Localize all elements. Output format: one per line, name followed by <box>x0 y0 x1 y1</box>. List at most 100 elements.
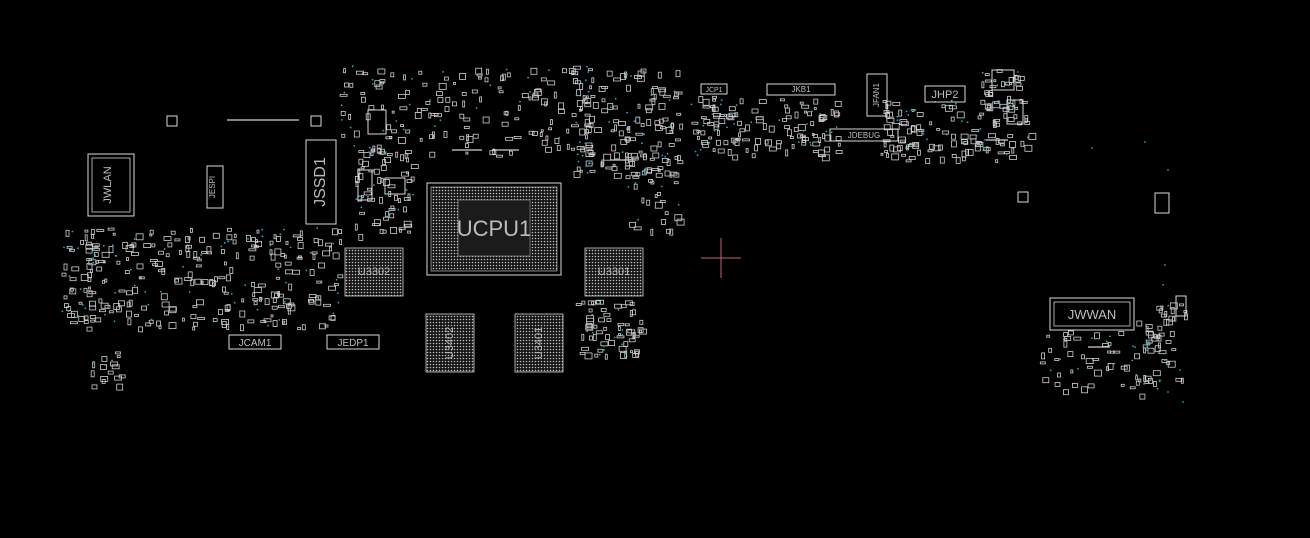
smd-pad <box>156 320 162 327</box>
smd-pad <box>420 108 428 111</box>
component-jwlan[interactable]: JWLAN <box>87 153 135 217</box>
via <box>660 185 663 188</box>
smd-pad <box>1145 326 1149 333</box>
smd-pad <box>612 105 618 110</box>
via <box>1009 104 1012 107</box>
smd-pad <box>283 254 287 259</box>
via <box>439 119 442 122</box>
smd-pad <box>905 146 909 150</box>
smd-pad <box>955 156 961 164</box>
component-ucpu1[interactable]: UCPU1 <box>426 182 562 276</box>
smd-pad <box>212 318 218 323</box>
smd-pad <box>360 96 366 103</box>
smd-pad <box>691 121 699 125</box>
smd-pad <box>675 70 681 78</box>
smd-pad <box>139 276 145 280</box>
via <box>92 257 94 259</box>
smd-pad <box>1120 383 1125 387</box>
smd-pad <box>566 128 570 134</box>
smd-pad <box>223 261 227 266</box>
component-jfan1[interactable]: JFAN1 <box>866 73 888 117</box>
smd-pad <box>311 251 318 255</box>
smd-pad <box>253 287 262 293</box>
via <box>1006 83 1008 86</box>
component-jssd1[interactable]: JSSD1 <box>305 139 337 225</box>
via <box>603 349 606 351</box>
label-jespi: JESPI <box>208 176 217 198</box>
smd-pad <box>1063 340 1068 348</box>
via <box>1158 380 1161 383</box>
via <box>1143 383 1145 385</box>
component-jcam1[interactable]: JCAM1 <box>228 334 282 350</box>
via <box>961 120 963 123</box>
component-jcp1[interactable]: JCP1 <box>700 83 728 95</box>
smd-pad <box>61 272 67 277</box>
smd-pad <box>661 157 669 163</box>
via <box>1014 80 1016 82</box>
smd-pad <box>505 136 514 141</box>
via <box>907 114 910 116</box>
smd-pad <box>755 137 761 145</box>
via <box>92 261 95 264</box>
smd-pad <box>1170 307 1175 315</box>
smd-pad <box>654 201 663 209</box>
smd-pad <box>1158 350 1167 355</box>
component-jwwan[interactable]: JWWAN <box>1049 297 1135 331</box>
smd-pad <box>751 108 759 114</box>
smd-pad <box>813 98 819 105</box>
via <box>699 149 702 151</box>
component-jdebug[interactable]: JDEBUG <box>829 128 899 142</box>
component-u3301[interactable]: U3301 <box>584 247 644 297</box>
smd-pad <box>528 96 532 101</box>
component-jhp2[interactable]: JHP2 <box>924 85 966 103</box>
via <box>367 151 370 154</box>
via <box>1144 141 1146 143</box>
smd-pad <box>723 140 729 146</box>
smd-pad <box>1007 134 1014 138</box>
smd-pad <box>739 98 744 105</box>
via <box>441 99 444 102</box>
smd-pad <box>227 227 232 232</box>
label-jedp1: JEDP1 <box>337 338 369 349</box>
smd-pad <box>712 95 717 99</box>
via <box>708 141 711 144</box>
via <box>558 136 561 139</box>
via <box>961 141 964 144</box>
component-u3402[interactable]: U3402 <box>425 313 475 373</box>
smd-pad <box>292 234 301 238</box>
smd-pad <box>883 142 887 148</box>
smd-pad <box>414 112 422 119</box>
small-ic <box>1006 99 1024 125</box>
smd-pad <box>632 332 636 339</box>
smd-pad <box>942 130 950 135</box>
smd-pad <box>363 152 371 159</box>
via <box>434 125 436 127</box>
via <box>113 320 116 323</box>
component-jkb1[interactable]: JKB1 <box>766 83 836 96</box>
smd-pad <box>373 219 381 227</box>
smd-pad <box>717 129 720 136</box>
smd-pad <box>620 73 626 80</box>
via <box>220 245 223 248</box>
smd-pad <box>407 230 412 234</box>
via <box>103 364 106 366</box>
smd-pad <box>995 138 1000 145</box>
smd-pad <box>380 177 384 183</box>
via <box>1131 359 1134 362</box>
via <box>587 90 590 93</box>
smd-pad <box>331 228 338 236</box>
component-u3401[interactable]: U3401 <box>514 313 564 373</box>
smd-pad <box>594 353 599 358</box>
smd-pad <box>917 149 921 156</box>
component-u3302[interactable]: U3302 <box>344 247 404 297</box>
via <box>945 133 948 136</box>
component-jedp1[interactable]: JEDP1 <box>326 334 380 350</box>
via <box>1091 147 1093 149</box>
smd-pad <box>1067 351 1074 358</box>
smd-pad <box>193 321 198 327</box>
component-jespi[interactable]: JESPI <box>206 165 224 209</box>
smd-pad <box>122 242 129 250</box>
smd-pad <box>400 124 405 127</box>
smd-pad <box>134 313 140 317</box>
